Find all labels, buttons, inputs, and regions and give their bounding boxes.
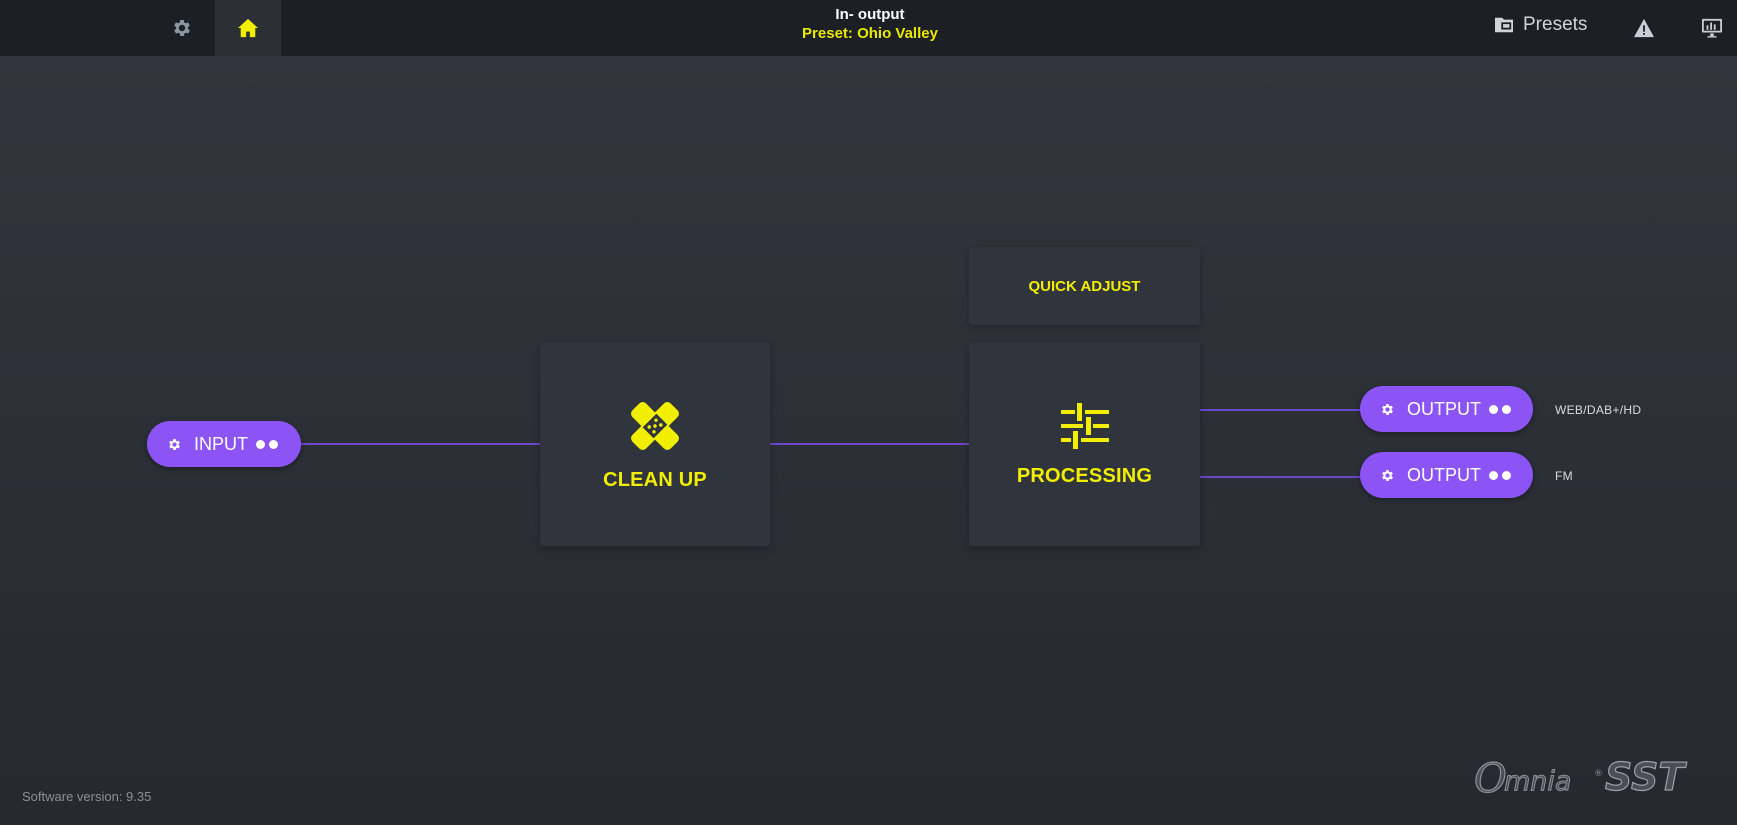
- svg-text:O: O: [1474, 756, 1507, 802]
- output-button-2[interactable]: OUTPUT: [1360, 452, 1533, 498]
- wire-cleanup-processing: [770, 443, 970, 445]
- cleanup-label: CLEAN UP: [603, 468, 707, 491]
- svg-text:mnia: mnia: [1504, 766, 1571, 797]
- wire-processing-output-1: [1200, 409, 1362, 411]
- warning-icon: [1634, 18, 1654, 38]
- gear-icon: [1380, 402, 1395, 417]
- cleanup-block[interactable]: CLEAN UP: [540, 342, 770, 546]
- input-label: INPUT: [194, 433, 248, 454]
- presets-label: Presets: [1523, 14, 1588, 35]
- page-header: In- output Preset: Ohio Valley: [720, 6, 1020, 43]
- monitor-button[interactable]: [1696, 0, 1728, 56]
- alerts-button[interactable]: [1628, 0, 1660, 56]
- input-button[interactable]: INPUT: [147, 421, 301, 467]
- processing-block[interactable]: PROCESSING: [969, 342, 1200, 546]
- output-button-1[interactable]: OUTPUT: [1360, 386, 1533, 432]
- gear-icon: [1380, 468, 1395, 483]
- connector-dots: [1489, 404, 1511, 414]
- page-title: In- output: [835, 6, 905, 23]
- gear-icon: [167, 437, 182, 452]
- quick-adjust-label: QUICK ADJUST: [1028, 277, 1141, 295]
- wire-processing-output-2: [1200, 476, 1362, 478]
- processing-label: PROCESSING: [1016, 464, 1153, 487]
- settings-button[interactable]: [160, 0, 204, 56]
- connector-dots: [256, 439, 278, 449]
- output-destination-2: FM: [1555, 469, 1573, 483]
- quick-adjust-button[interactable]: QUICK ADJUST: [969, 247, 1200, 325]
- folder-icon: [1495, 17, 1513, 33]
- svg-text:®: ®: [1594, 769, 1603, 779]
- output-label: OUTPUT: [1407, 464, 1481, 485]
- svg-text:SST: SST: [1605, 755, 1687, 799]
- current-preset: Preset: Ohio Valley: [802, 25, 938, 42]
- software-version: Software version: 9.35: [22, 789, 152, 804]
- bandage-icon: [631, 401, 679, 450]
- connector-dots: [1489, 470, 1511, 480]
- home-icon: [238, 18, 258, 38]
- omnia-sst-logo: O mnia ® SST: [1470, 740, 1720, 806]
- wire-input-cleanup: [298, 443, 540, 445]
- presets-button[interactable]: Presets: [1493, 0, 1587, 50]
- gear-icon: [174, 20, 190, 36]
- sliders-icon: [1060, 402, 1109, 449]
- home-button[interactable]: [215, 0, 281, 56]
- top-bar: In- output Preset: Ohio Valley Presets: [0, 0, 1737, 56]
- monitor-icon: [1702, 18, 1722, 38]
- output-destination-1: WEB/DAB+/HD: [1555, 403, 1642, 417]
- output-label: OUTPUT: [1407, 398, 1481, 419]
